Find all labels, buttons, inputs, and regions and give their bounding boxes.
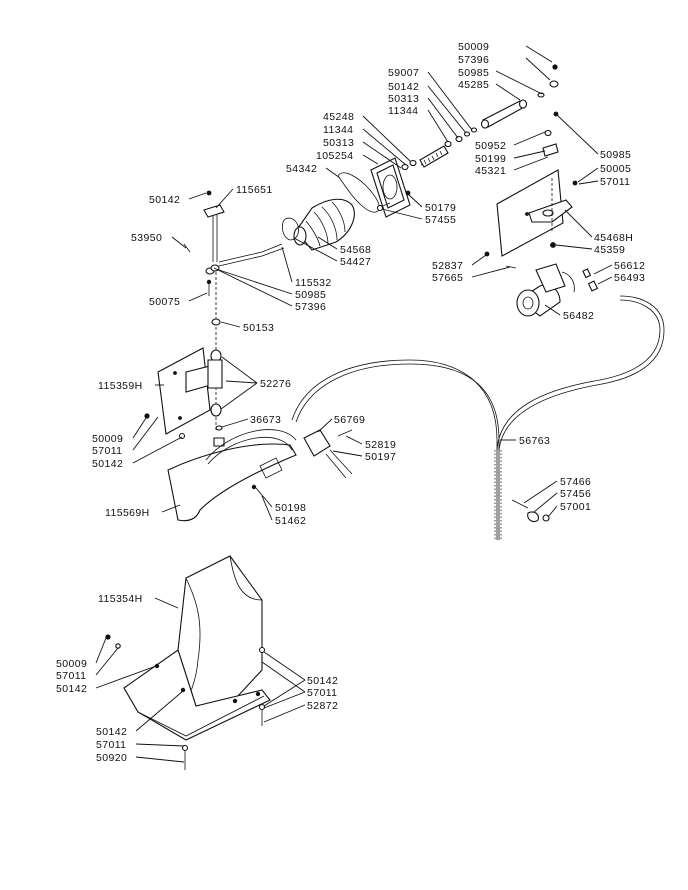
leader-lines	[95, 45, 613, 763]
part-label: 36673	[250, 414, 281, 426]
part-label: 115569H	[105, 507, 150, 519]
part-label: 45285	[458, 79, 489, 91]
part-label: 52276	[260, 378, 291, 390]
part-label: 52872	[307, 700, 338, 712]
part-label: 115354H	[98, 593, 143, 605]
part-label: 50075	[149, 296, 180, 308]
clamp-54427	[282, 217, 299, 241]
bracket-plate-115359H	[144, 347, 225, 447]
part-label: 50985	[295, 289, 326, 301]
part-label: 51462	[275, 515, 306, 527]
part-label: 53950	[131, 232, 162, 244]
part-label: 57011	[307, 687, 337, 699]
switch-56769	[303, 429, 353, 479]
part-label: 50313	[388, 93, 419, 105]
part-label: 45359	[594, 244, 625, 256]
part-label: 50142	[56, 683, 87, 695]
part-label: 57011	[92, 445, 122, 457]
part-label: 45248	[323, 111, 354, 123]
part-label: 115532	[295, 277, 332, 289]
part-label: 57466	[560, 476, 591, 488]
part-label: 59007	[388, 67, 419, 79]
part-label: 52819	[365, 439, 396, 451]
part-label: 50985	[600, 149, 631, 161]
part-label: 115359H	[98, 380, 143, 392]
part-label: 50198	[275, 502, 306, 514]
part-label: 11344	[323, 124, 353, 136]
part-label: 56769	[334, 414, 365, 426]
part-label: 57396	[295, 301, 326, 313]
part-label: 50179	[425, 202, 456, 214]
part-label: 57456	[560, 488, 591, 500]
part-label: 57011	[56, 670, 86, 682]
part-label: 11344	[388, 105, 418, 117]
part-label: 50985	[458, 67, 489, 79]
part-label: 50142	[388, 81, 419, 93]
part-label: 57455	[425, 214, 456, 226]
part-label: 56763	[519, 435, 550, 447]
chute-base-115354H	[105, 555, 271, 770]
part-label: 115651	[236, 184, 273, 196]
switch-plate-45468H	[496, 129, 578, 257]
part-label: 50920	[96, 752, 127, 764]
clip-hardware	[511, 499, 550, 523]
bellows-boot-54568	[293, 198, 355, 251]
part-label: 54342	[286, 163, 317, 175]
part-label: 50313	[323, 137, 354, 149]
part-label: 50009	[458, 41, 489, 53]
part-label: 50199	[475, 153, 506, 165]
lever-shaft-assembly	[183, 190, 285, 430]
part-label: 57665	[432, 272, 463, 284]
part-labels: 50009 57396 59007 50985 45285 50142 5031…	[56, 41, 645, 764]
part-label: 45468H	[594, 232, 633, 244]
part-label: 50009	[56, 658, 87, 670]
part-label: 50952	[475, 140, 506, 152]
part-label: 50197	[365, 451, 396, 463]
part-label: 56612	[614, 260, 645, 272]
part-label: 54568	[340, 244, 371, 256]
part-label: 56493	[614, 272, 645, 284]
motor-56482	[484, 251, 599, 317]
chute-cover-115569H	[167, 429, 297, 522]
cable-56763	[291, 295, 665, 540]
part-label: 45321	[475, 165, 506, 177]
part-label: 50153	[243, 322, 274, 334]
part-label: 50142	[307, 675, 338, 687]
part-label: 50009	[92, 433, 123, 445]
part-label: 57396	[458, 54, 489, 66]
part-label: 105254	[316, 150, 353, 162]
part-label: 52837	[432, 260, 463, 272]
plate-frame-105254	[370, 157, 411, 218]
part-label: 50142	[96, 726, 127, 738]
part-label: 50142	[149, 194, 180, 206]
part-label: 54427	[340, 256, 371, 268]
part-label: 57011	[600, 176, 630, 188]
part-label: 50005	[600, 163, 631, 175]
part-label: 50142	[92, 458, 123, 470]
shaft-assembly-45285	[401, 64, 559, 171]
part-label: 56482	[563, 310, 594, 322]
part-label: 57001	[560, 501, 591, 513]
part-label: 57011	[96, 739, 126, 751]
